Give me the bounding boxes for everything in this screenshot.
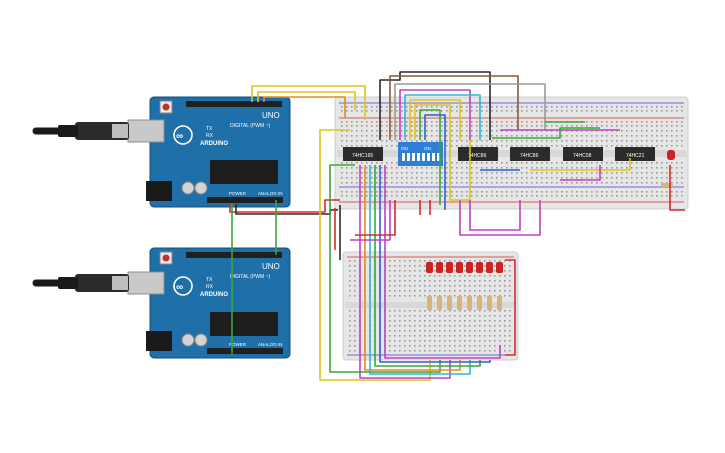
atmega-chip [210, 160, 278, 184]
digital-label: DIGITAL (PWM ~) [230, 274, 270, 280]
digital-header [186, 252, 282, 258]
power-label: POWER [229, 342, 247, 347]
led [486, 262, 493, 273]
arduino-logo-icon [173, 276, 193, 296]
analog-label: ANALOG IN [258, 191, 283, 196]
digital-label: DIGITAL (PWM ~) [230, 123, 270, 129]
chip-74hc21: 74HC21 [615, 147, 655, 161]
resistor [447, 296, 452, 310]
rx-label: RX [206, 133, 214, 139]
chip-74hc165: 74HC165 [343, 147, 383, 161]
analog-label: ANALOG IN [258, 342, 283, 347]
dip-on-label: ON [401, 146, 408, 151]
tx-label: TX [206, 126, 213, 132]
wires [229, 71, 685, 381]
usb-cable-top [32, 122, 129, 140]
rx-label: RX [206, 284, 214, 290]
resistor [467, 296, 472, 310]
led [436, 262, 443, 273]
power-analog-header [207, 348, 283, 354]
chip-label: 74HC86 [520, 153, 539, 159]
dip-on-label: ON [424, 146, 431, 151]
arduino-logo-icon [173, 125, 193, 145]
chip-74hc86-2: 74HC86 [510, 147, 550, 161]
svg-text:∞: ∞ [176, 131, 183, 142]
usb-port [127, 119, 165, 143]
resistor [457, 296, 462, 310]
led [426, 262, 433, 273]
chip-label: 74HC86 [468, 153, 487, 159]
brand-text: ARDUINO [200, 292, 228, 298]
chip-label: 74HC21 [626, 153, 645, 159]
chip-74hc08: 74HC08 [563, 147, 603, 161]
resistor [477, 296, 482, 310]
model-text: UNO [262, 262, 280, 271]
atmega-chip [210, 312, 278, 336]
led [466, 262, 473, 273]
led [446, 262, 453, 273]
arduino-uno-top[interactable]: ∞ TX RX DIGITAL (PWM ~) UNO ARDUINO POWE… [127, 96, 291, 208]
tx-label: TX [206, 277, 213, 283]
resistor [497, 296, 502, 310]
chip-label: 74HC08 [573, 153, 592, 159]
power-jack [146, 331, 172, 351]
led [496, 262, 503, 273]
brand-text: ARDUINO [200, 141, 228, 147]
usb-cable-bottom [32, 274, 129, 292]
power-label: POWER [229, 191, 247, 196]
ic-chips: 74HC165 74HC86 74HC86 74HC08 74HC21 [343, 147, 655, 161]
status-led [661, 150, 675, 187]
resistor [437, 296, 442, 310]
digital-header [186, 101, 282, 107]
resistor [487, 296, 492, 310]
led-array [426, 262, 503, 273]
power-jack [146, 181, 172, 201]
svg-text:∞: ∞ [176, 282, 183, 293]
chip-label: 74HC165 [352, 153, 373, 159]
dip-switch[interactable]: ON ON [398, 142, 443, 166]
resistor [427, 296, 432, 310]
model-text: UNO [262, 111, 280, 120]
led [456, 262, 463, 273]
usb-port [127, 271, 165, 295]
chip-74hc86-1: 74HC86 [458, 147, 498, 161]
arduino-uno-bottom[interactable]: ∞ TX RX DIGITAL (PWM ~) UNO ARDUINO POWE… [127, 247, 291, 359]
led [476, 262, 483, 273]
power-analog-header [207, 197, 283, 203]
resistor-array [427, 296, 502, 310]
